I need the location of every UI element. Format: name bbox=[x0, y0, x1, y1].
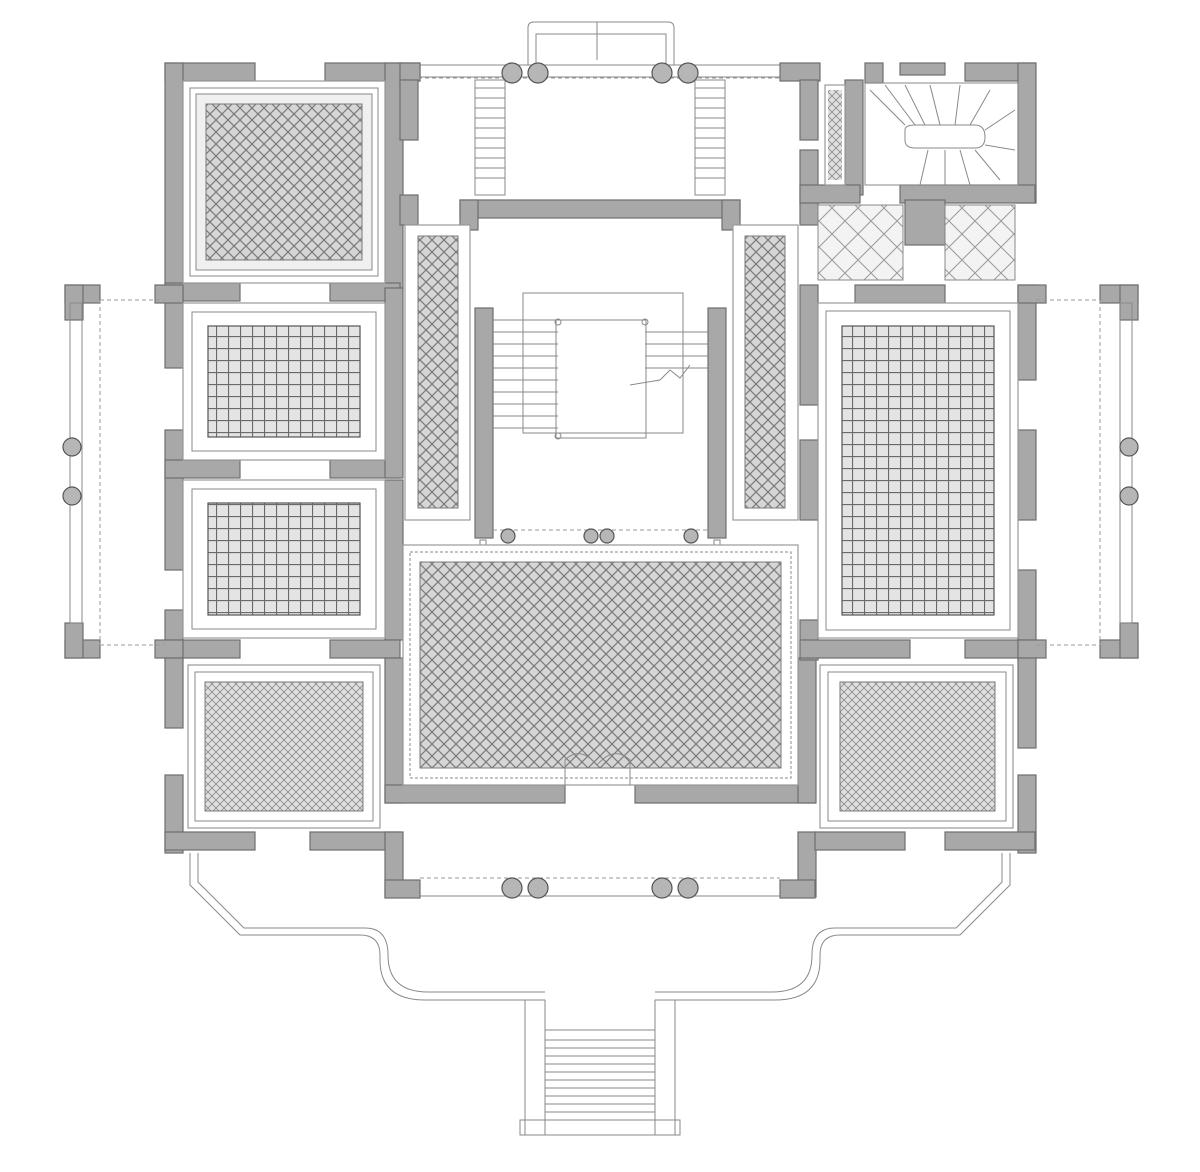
bottom-portico bbox=[420, 753, 780, 899]
room-left-upper-floor bbox=[182, 302, 386, 461]
wall-segment bbox=[1017, 639, 1047, 659]
wall-segment bbox=[799, 439, 819, 521]
wall-segment bbox=[1017, 62, 1037, 204]
wall-segment bbox=[154, 284, 184, 304]
wall-segment bbox=[1017, 284, 1047, 304]
wall-segment bbox=[154, 639, 184, 659]
room-bottom-right-floor bbox=[819, 664, 1014, 829]
central-hall-floor bbox=[402, 544, 799, 786]
wall-segment bbox=[459, 199, 741, 219]
column bbox=[527, 877, 549, 899]
room-bottom-left-floor bbox=[187, 664, 381, 829]
wall-segment bbox=[164, 429, 184, 571]
wall-segment bbox=[814, 831, 906, 851]
wall-segment bbox=[799, 184, 861, 204]
column bbox=[500, 528, 516, 544]
wall-segment bbox=[779, 62, 821, 82]
walls bbox=[64, 62, 1139, 899]
column bbox=[527, 62, 549, 84]
wall-segment bbox=[1017, 429, 1037, 521]
wall-segment bbox=[799, 284, 819, 406]
right-corridor-strip bbox=[732, 224, 799, 521]
wall-segment bbox=[864, 62, 884, 84]
room-left-lower-floor bbox=[182, 479, 386, 639]
wall-segment bbox=[634, 784, 816, 804]
right-wing-loggia bbox=[1036, 299, 1139, 646]
wall-segment bbox=[384, 784, 566, 804]
wall-segment bbox=[899, 62, 946, 76]
wall-segment bbox=[399, 62, 421, 82]
wall-segment bbox=[1017, 657, 1037, 749]
wall-segment bbox=[1119, 622, 1139, 659]
wall-segment bbox=[399, 79, 419, 141]
top-portico bbox=[418, 62, 782, 196]
wall-segment bbox=[384, 657, 404, 804]
wall-segment bbox=[384, 287, 404, 479]
column bbox=[1119, 486, 1139, 506]
wall-segment bbox=[164, 657, 184, 729]
column bbox=[583, 528, 599, 544]
outer-outline bbox=[414, 21, 786, 78]
wall-segment bbox=[399, 194, 419, 226]
wall-segment bbox=[164, 62, 184, 289]
wall-segment bbox=[904, 199, 946, 246]
wall-segment bbox=[844, 79, 864, 196]
wall-segment bbox=[164, 831, 256, 851]
wall-segment bbox=[329, 639, 401, 659]
wall-segment bbox=[944, 831, 1036, 851]
wall-segment bbox=[799, 79, 819, 141]
wall-segment bbox=[779, 879, 816, 899]
column bbox=[501, 877, 523, 899]
wall-segment bbox=[799, 639, 911, 659]
wall-segment bbox=[721, 199, 741, 231]
column bbox=[677, 877, 699, 899]
left-corridor-strip bbox=[404, 224, 471, 521]
column bbox=[651, 877, 673, 899]
front-terrace bbox=[189, 853, 1011, 1136]
column bbox=[62, 486, 82, 506]
column bbox=[651, 62, 673, 84]
wall-segment bbox=[707, 307, 727, 539]
wall-segment bbox=[384, 879, 421, 899]
column bbox=[1119, 437, 1139, 457]
wall-segment bbox=[474, 307, 494, 539]
wall-segment bbox=[854, 284, 946, 304]
wall-segment bbox=[64, 622, 84, 659]
wall-segment bbox=[164, 459, 241, 479]
column bbox=[677, 62, 699, 84]
column bbox=[599, 528, 615, 544]
wall-segment bbox=[797, 657, 817, 804]
room-right-floor bbox=[817, 302, 1019, 639]
left-wing-loggia bbox=[62, 299, 165, 646]
column bbox=[683, 528, 699, 544]
room-top-left-floor bbox=[182, 80, 386, 284]
wall-segment bbox=[384, 479, 404, 641]
column bbox=[501, 62, 523, 84]
service-stair bbox=[817, 82, 1019, 281]
column bbox=[62, 437, 82, 457]
central-staircase bbox=[479, 292, 721, 566]
